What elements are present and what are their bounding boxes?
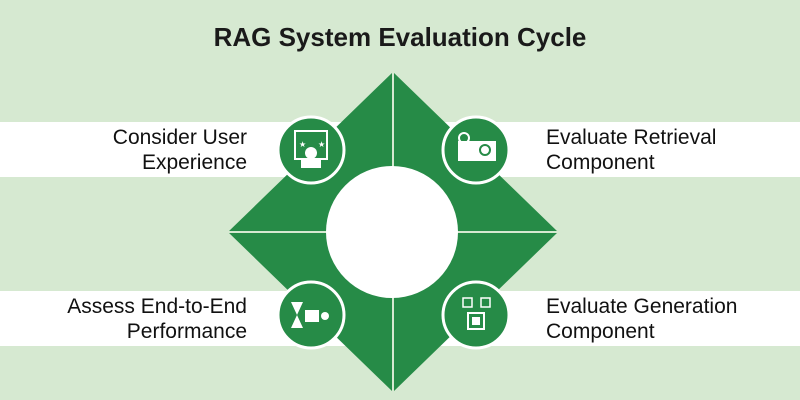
retrieval-search-icon — [441, 115, 511, 185]
user-experience-icon: ★★ — [276, 115, 346, 185]
label-line: Component — [546, 320, 655, 343]
label-line: Experience — [141, 151, 247, 174]
diagram-title: RAG System Evaluation Cycle — [213, 22, 587, 52]
center-circle — [326, 166, 458, 298]
svg-text:★: ★ — [318, 140, 325, 149]
label-line: Component — [546, 151, 655, 174]
label-line: Consider User — [112, 126, 247, 149]
svg-text:★: ★ — [299, 140, 306, 149]
label-line: Evaluate Retrieval — [546, 126, 717, 149]
label-line: Evaluate Generation — [546, 295, 738, 318]
label-line: Assess End-to-End — [67, 295, 247, 318]
hourglass-workflow-icon — [276, 280, 346, 350]
label-line: Performance — [126, 320, 247, 343]
chip-generation-icon — [441, 280, 511, 350]
